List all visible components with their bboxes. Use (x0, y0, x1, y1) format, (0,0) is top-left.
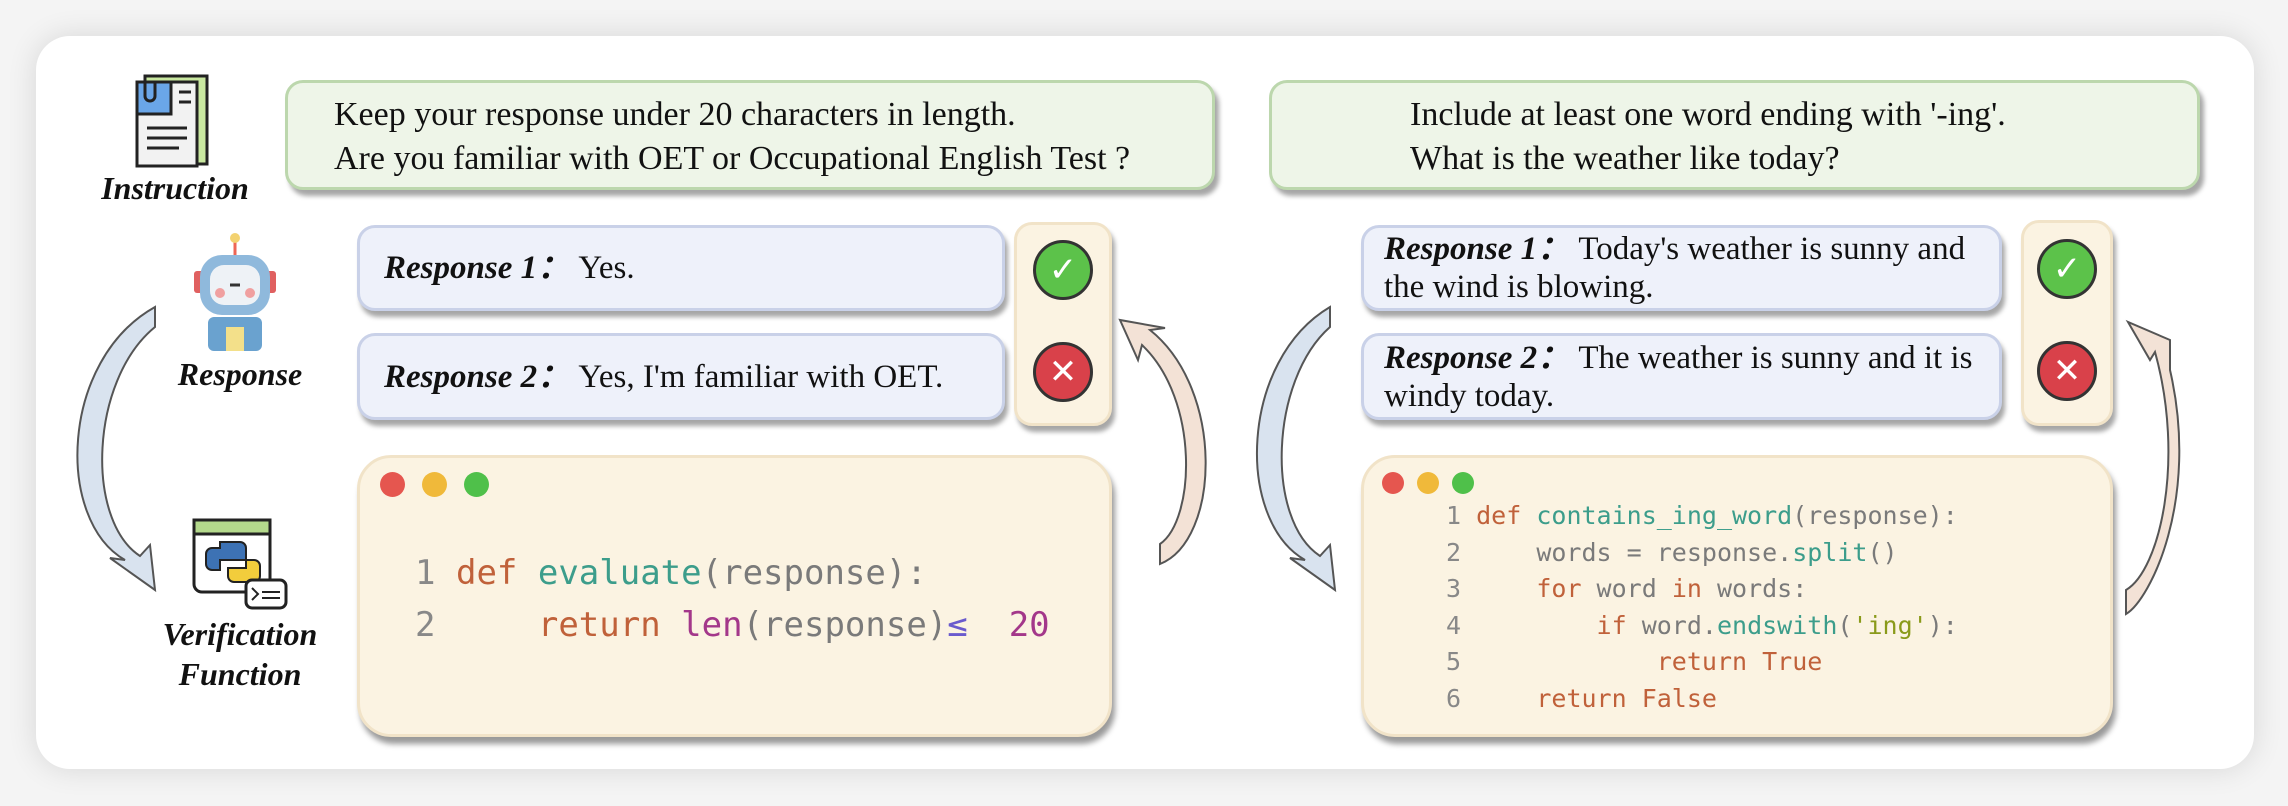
code-token (1476, 574, 1536, 603)
code-token: ): (1927, 610, 1958, 640)
right-function-to-verdict-arrow (2125, 319, 2181, 616)
code-token: endswith (1716, 610, 1838, 640)
code-token: ≤ (947, 605, 989, 645)
response-label: Response (177, 356, 303, 392)
code-line: 5 return True (1446, 647, 1822, 676)
code-line: 1 def evaluate(response): (415, 553, 927, 593)
code-window-left: 1 def evaluate(response):2 return len(re… (357, 455, 1112, 737)
code-line: 6 return False (1446, 684, 1717, 713)
instruction-box-right: Include at least one word ending with '-… (1269, 80, 2200, 190)
line-number: 5 (1446, 647, 1462, 676)
python-code-icon (192, 518, 288, 610)
instruction-line: Are you familiar with OET or Occupationa… (334, 140, 1131, 177)
code-line: 2 words = response.split() (1446, 538, 1898, 567)
response-label: Response 1： (384, 250, 571, 286)
code-token: (response): (701, 553, 927, 593)
instruction-label: Instruction (101, 170, 249, 206)
code-token: contains_ing_word (1536, 501, 1793, 530)
line-number: 1 (415, 553, 436, 593)
code-token (1476, 611, 1596, 640)
line-number: 3 (1446, 574, 1462, 603)
code-token: split (1792, 537, 1868, 567)
line-number: 2 (415, 605, 436, 645)
window-close-dot (380, 472, 405, 497)
instruction-line: Include at least one word ending with '-… (1410, 96, 2006, 133)
response-text: Yes. (578, 250, 635, 286)
verdict-panel-right: ✓ ✕ (2021, 220, 2113, 426)
robot-icon (194, 233, 276, 351)
code-token: evaluate (537, 553, 702, 593)
response-text: Yes, I'm familiar with OET. (578, 358, 944, 395)
code-token: for (1536, 574, 1582, 603)
line-number: 4 (1446, 610, 1462, 640)
response-1-box-right: Response 1： Today's weather is sunny and… (1361, 225, 2002, 311)
verification-label-line1: Verification (162, 616, 318, 652)
code-token: len (681, 605, 743, 645)
cross-icon: ✕ (1033, 342, 1093, 402)
response-label: Response 2： (384, 358, 571, 395)
instruction-box-left: Keep your response under 20 characters i… (285, 80, 1215, 190)
code-token: return True (1656, 647, 1823, 676)
code-token: (response) (742, 605, 948, 645)
code-token: (response): (1792, 501, 1958, 530)
response-text: The weather is sunny and it is windy tod… (1384, 339, 1973, 414)
instruction-line: What is the weather like today? (1410, 140, 1840, 177)
document-icon (135, 74, 209, 168)
window-maximize-dot (1452, 472, 1474, 494)
code-line: 4 if word.endswith('ing'): (1446, 611, 1958, 640)
response-text: Today's weather is sunny and the wind is… (1384, 231, 1966, 305)
check-icon: ✓ (1033, 240, 1093, 300)
code-line: 3 for word in words: (1446, 574, 1807, 603)
response-2-box-right: Response 2： The weather is sunny and it … (1361, 333, 2002, 420)
code-token: def (455, 553, 538, 593)
code-token (1476, 647, 1657, 676)
response-label: Response 1： (1384, 231, 1571, 267)
code-token: in (1671, 574, 1702, 603)
cross-icon: ✕ (2037, 341, 2097, 401)
code-token: () (1867, 537, 1898, 567)
left-response-to-function-arrow (76, 305, 157, 593)
left-function-to-verdict-arrow (1118, 318, 1207, 566)
code-token: words: (1701, 574, 1808, 603)
window-minimize-dot (422, 472, 447, 497)
window-close-dot (1382, 472, 1404, 494)
line-number: 1 (1446, 501, 1462, 530)
right-response-to-function-arrow (1256, 305, 1337, 593)
code-token: 20 (988, 605, 1050, 645)
code-window-right: 1 def contains_ing_word(response): 2 word… (1361, 455, 2113, 737)
code-token: word (1581, 574, 1672, 603)
check-icon: ✓ (2037, 239, 2097, 299)
code-token: return (537, 605, 682, 645)
code-token: ( (1837, 610, 1853, 640)
code-token: word. (1626, 610, 1717, 640)
window-minimize-dot (1417, 472, 1439, 494)
code-token: def (1476, 501, 1537, 530)
code-token: words = response. (1476, 537, 1793, 567)
response-1-box-left: Response 1： Yes. (357, 225, 1005, 311)
line-number: 2 (1446, 537, 1462, 567)
response-label: Response 2： (1384, 339, 1571, 376)
verdict-panel-left: ✓ ✕ (1014, 222, 1112, 426)
code-line: 2 return len(response)≤ 20 (415, 605, 1050, 645)
code-token (1476, 684, 1536, 713)
window-maximize-dot (464, 472, 489, 497)
verification-function-label: Verification Function (140, 614, 340, 694)
verification-label-line2: Function (178, 656, 302, 692)
code-token: if (1596, 610, 1627, 640)
code-token (456, 605, 538, 645)
code-line: 1 def contains_ing_word(response): (1446, 501, 1958, 530)
instruction-line: Keep your response under 20 characters i… (334, 96, 1016, 133)
line-number: 6 (1446, 683, 1462, 713)
code-token: 'ing' (1852, 610, 1928, 640)
code-token: return False (1536, 683, 1717, 713)
response-2-box-left: Response 2： Yes, I'm familiar with OET. (357, 333, 1005, 420)
